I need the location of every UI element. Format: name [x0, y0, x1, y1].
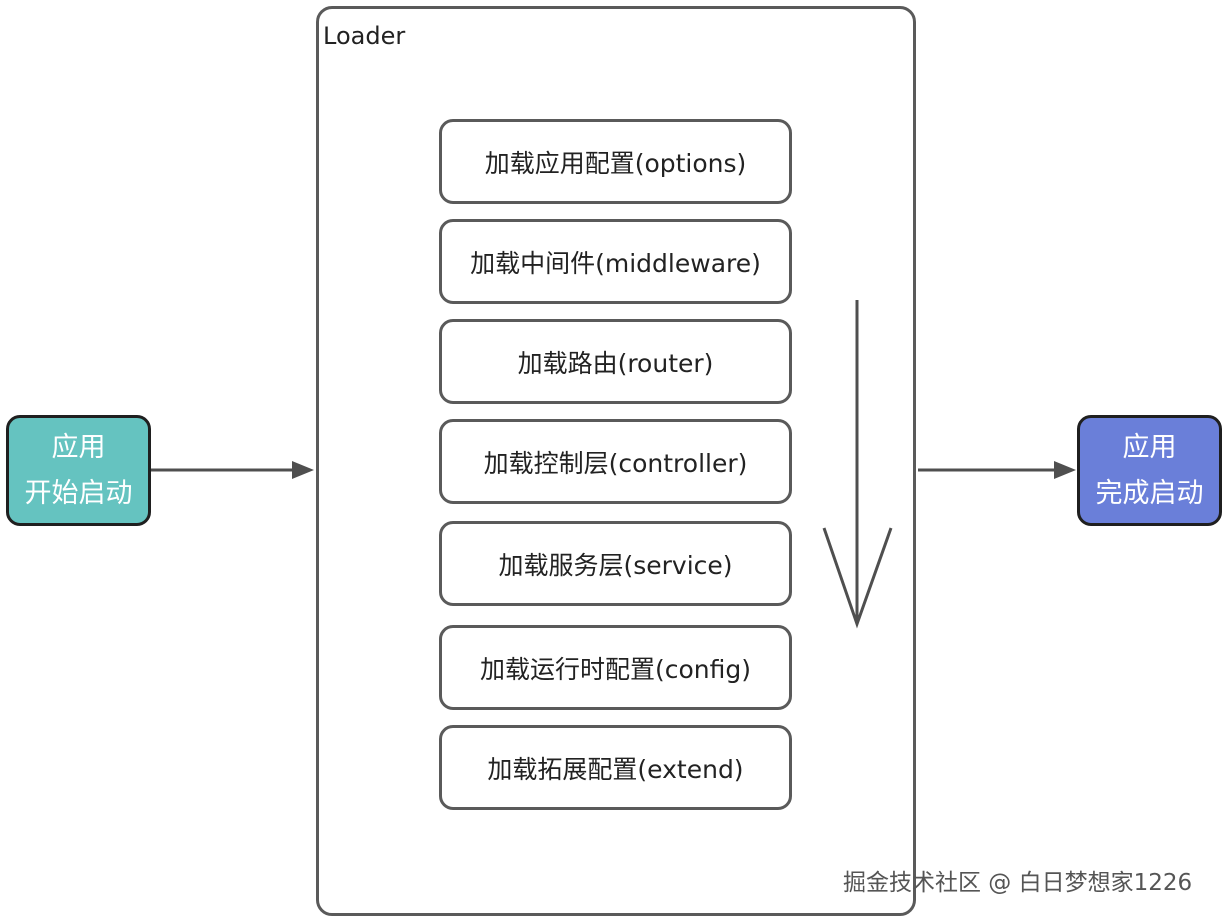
app-done-node: 应用 完成启动 — [1077, 415, 1222, 526]
app-done-line2: 完成启动 — [1095, 477, 1204, 509]
watermark-text: 掘金技术社区 @ 白日梦想家1226 — [843, 870, 1193, 896]
step-load-controller: 加载控制层(controller) — [439, 419, 792, 504]
app-start-line2: 开始启动 — [24, 477, 133, 509]
step-load-router: 加载路由(router) — [439, 319, 792, 404]
step-load-extend: 加载拓展配置(extend) — [439, 725, 792, 810]
app-start-node: 应用 开始启动 — [6, 415, 151, 526]
loader-to-done-arrow — [918, 461, 1076, 479]
step-load-options: 加载应用配置(options) — [439, 119, 792, 204]
step-load-middleware: 加载中间件(middleware) — [439, 219, 792, 304]
app-start-line1: 应用 — [51, 431, 106, 463]
step-load-service: 加载服务层(service) — [439, 521, 792, 606]
loader-title: Loader — [323, 22, 406, 50]
step-load-config: 加载运行时配置(config) — [439, 625, 792, 710]
app-done-line1: 应用 — [1122, 431, 1177, 463]
start-to-loader-arrow — [151, 461, 314, 479]
